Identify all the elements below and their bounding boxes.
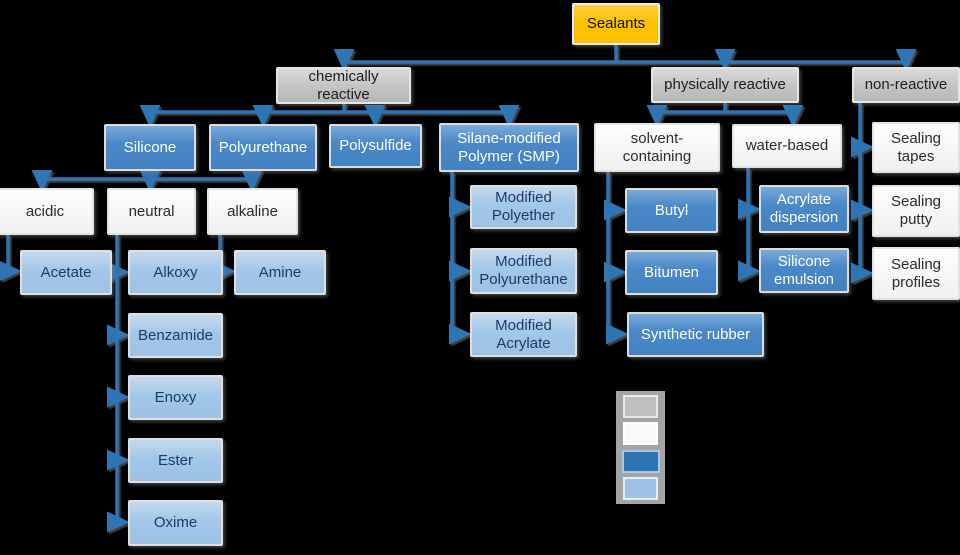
node-solvent-containing: solvent-containing <box>594 123 720 172</box>
node-non-reactive: non-reactive <box>852 67 960 103</box>
node-benzamide: Benzamide <box>128 313 223 358</box>
node-synthetic-rubber: Synthetic rubber <box>627 312 764 357</box>
node-silane-modified-polymer: Silane-modified Polymer (SMP) <box>439 123 579 172</box>
node-silicone-emulsion: Silicone emulsion <box>759 248 849 293</box>
node-oxime: Oxime <box>128 500 223 546</box>
node-modified-polyether: Modified Polyether <box>470 185 577 229</box>
legend-swatch-category-gray <box>623 395 658 419</box>
node-butyl: Butyl <box>625 188 718 233</box>
node-sealing-tapes: Sealing tapes <box>872 122 960 173</box>
node-modified-acrylate: Modified Acrylate <box>470 312 577 357</box>
node-neutral: neutral <box>107 188 196 235</box>
legend-swatch-blue <box>621 449 660 473</box>
node-acidic: acidic <box>0 188 94 235</box>
node-polysulfide: Polysulfide <box>329 124 422 168</box>
node-silicone: Silicone <box>104 124 196 171</box>
legend-swatch-white <box>623 422 658 446</box>
node-physically-reactive: physically reactive <box>651 67 799 103</box>
node-alkaline: alkaline <box>207 188 298 235</box>
node-sealing-profiles: Sealing profiles <box>872 247 960 300</box>
node-acetate: Acetate <box>20 250 112 295</box>
node-modified-polyurethane: Modified Polyurethane <box>470 248 577 294</box>
node-water-based: water-based <box>732 124 842 168</box>
color-legend <box>616 391 665 504</box>
node-acrylate-dispersion: Acrylate dispersion <box>759 185 849 233</box>
node-polyurethane: Polyurethane <box>209 124 317 171</box>
node-alkoxy: Alkoxy <box>128 250 223 295</box>
node-bitumen: Bitumen <box>625 250 718 295</box>
node-chemically-reactive: chemically reactive <box>276 67 411 104</box>
node-amine: Amine <box>234 250 326 295</box>
node-enoxy: Enoxy <box>128 375 223 420</box>
node-ester: Ester <box>128 438 223 483</box>
legend-swatch-light-blue <box>623 476 658 500</box>
node-sealants: Sealants <box>572 3 660 45</box>
node-sealing-putty: Sealing putty <box>872 185 960 237</box>
